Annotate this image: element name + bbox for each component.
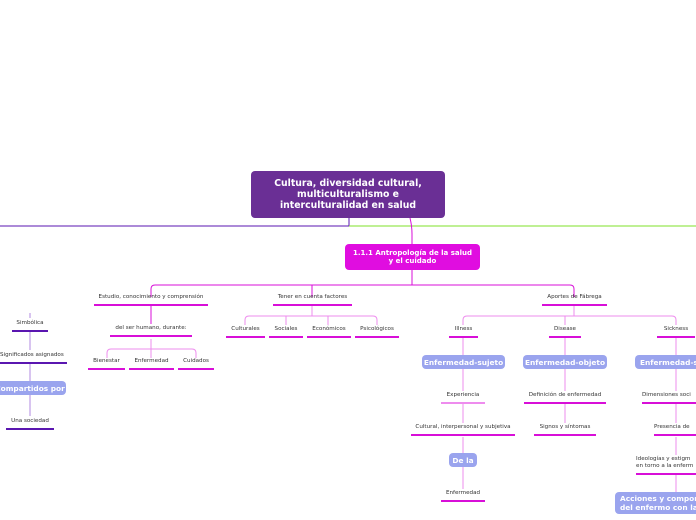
disease-definicion[interactable]: Definición de enfermedad [524,392,606,404]
pill-acciones[interactable]: Acciones y comport del enfermo con la s [615,492,696,514]
sickness-presencia[interactable]: Presencia de [654,424,696,436]
factor-psicologicos[interactable]: Psicológicos [355,326,399,338]
factor-sociales[interactable]: Sociales [269,326,303,338]
illness-label[interactable]: Illness [449,326,478,338]
disease-signos[interactable]: Signos y síntomas [534,424,596,436]
root-title: Cultura, diversidad cultural, multicultu… [274,178,422,211]
sickness-ideologias[interactable]: Ideologías y estigm en torno a la enferm [636,456,696,475]
sickness-dimensiones[interactable]: Dimensiones soci [642,392,696,404]
root-topic[interactable]: Cultura, diversidad cultural, multicultu… [251,171,445,218]
item-bienestar[interactable]: Bienestar [88,358,125,370]
factor-economicos[interactable]: Económicos [307,326,351,338]
illness-experiencia[interactable]: Experiencia [441,392,485,404]
main-topic[interactable]: 1.1.1 Antropología de la salud y el cuid… [345,244,480,270]
pill-compartidos[interactable]: Compartidos por [0,381,66,395]
illness-cultural[interactable]: Cultural, interpersonal y subjetiva [411,424,515,436]
item-cuidados[interactable]: Cuidados [178,358,214,370]
left-significados[interactable]: Significados asignados [0,352,67,364]
item-enfermedad[interactable]: Enfermedad [129,358,174,370]
left-simbolica[interactable]: Simbólica [12,320,48,332]
left-sociedad[interactable]: Una sociedad [6,418,54,430]
branch-aportes[interactable]: Aportes de Fábrega [542,294,607,306]
branch-estudio[interactable]: Estudio, conocimiento y comprensión [94,294,208,306]
estudio-child[interactable]: del ser humano, durante: [110,325,192,337]
branch-tener[interactable]: Tener en cuenta factores [273,294,352,306]
pill-enfermedad-objeto[interactable]: Enfermedad-objeto [523,355,607,369]
sickness-label[interactable]: Sickness [657,326,695,338]
illness-enfermedad[interactable]: Enfermedad [441,490,485,502]
pill-de-la[interactable]: De la [449,453,477,467]
disease-label[interactable]: Disease [549,326,581,338]
factor-culturales[interactable]: Culturales [226,326,265,338]
pill-enfermedad-sujeto[interactable]: Enfermedad-sujeto [422,355,505,369]
pill-enfermedad-se[interactable]: Enfermedad-se [635,355,696,369]
main-topic-label: 1.1.1 Antropología de la salud y el cuid… [352,248,472,266]
